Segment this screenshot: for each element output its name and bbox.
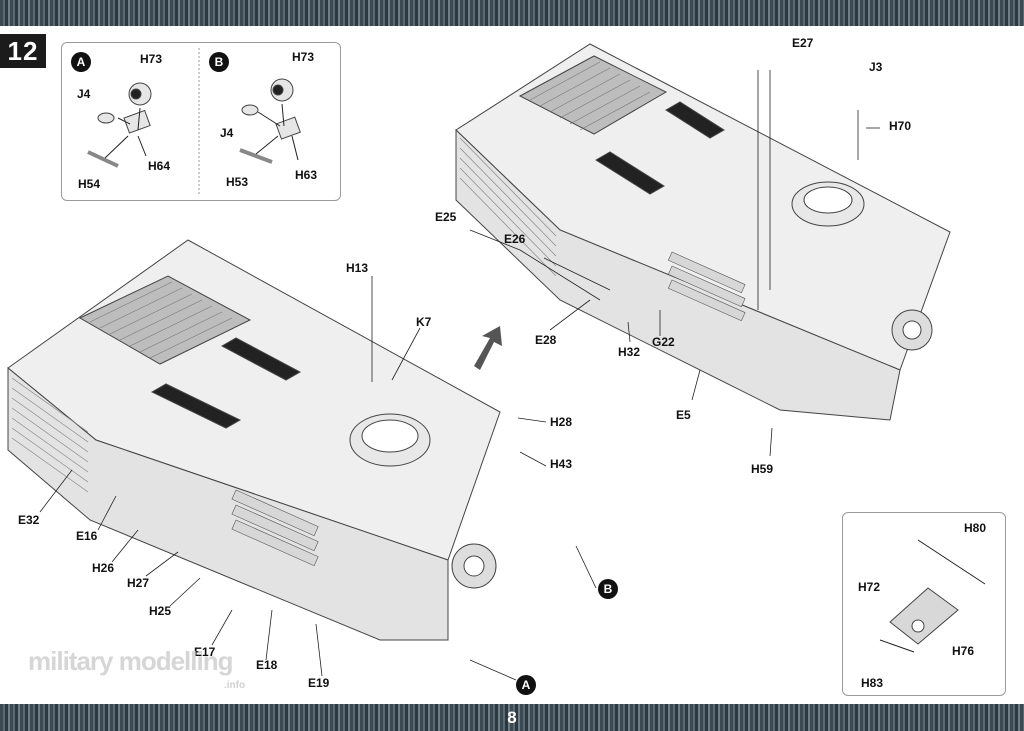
detail-parts <box>879 539 986 653</box>
label-j3: J3 <box>869 60 883 74</box>
label-e32: E32 <box>18 513 40 527</box>
label-e28: E28 <box>535 333 557 347</box>
watermark-suffix: .info <box>224 680 246 691</box>
label-h76: H76 <box>952 644 975 658</box>
label-h83: H83 <box>861 676 884 690</box>
label-h73-b: H73 <box>292 50 315 64</box>
top-decorative-band <box>0 0 1024 26</box>
label-e18: E18 <box>256 658 278 672</box>
left-hull-view <box>7 239 501 641</box>
label-e19: E19 <box>308 676 330 690</box>
marker-a-hull: A <box>516 675 536 695</box>
label-h72: H72 <box>858 580 881 594</box>
watermark: military modelling <box>28 646 233 676</box>
page-number: 8 <box>507 708 517 727</box>
label-h25: H25 <box>149 604 172 618</box>
label-e16: E16 <box>76 529 98 543</box>
label-h43: H43 <box>550 457 573 471</box>
inset-a-parts <box>87 82 152 168</box>
step-number: 12 <box>0 34 46 68</box>
label-h32: H32 <box>618 345 641 359</box>
label-h63: H63 <box>295 168 318 182</box>
label-g22: G22 <box>652 335 675 349</box>
direction-arrow-icon <box>474 326 502 370</box>
label-j4-b: J4 <box>220 126 234 140</box>
label-h28: H28 <box>550 415 573 429</box>
bottom-decorative-band <box>0 704 1024 731</box>
inset-b-parts <box>239 78 301 164</box>
label-e26: E26 <box>504 232 526 246</box>
label-h26: H26 <box>92 561 115 575</box>
label-h64: H64 <box>148 159 171 173</box>
label-h80: H80 <box>964 521 987 535</box>
label-j4-a: J4 <box>77 87 91 101</box>
label-k7: K7 <box>416 315 432 329</box>
marker-b-inset: B <box>209 52 229 72</box>
label-h73-a: H73 <box>140 52 163 66</box>
marker-a-inset: A <box>71 52 91 72</box>
right-leader-lines <box>469 70 880 457</box>
label-e25: E25 <box>435 210 457 224</box>
marker-b-hull: B <box>598 579 618 599</box>
label-h27: H27 <box>127 576 150 590</box>
left-leader-lines <box>39 276 597 681</box>
label-e5: E5 <box>676 408 691 422</box>
label-h13: H13 <box>346 261 369 275</box>
label-h53: H53 <box>226 175 249 189</box>
label-h54: H54 <box>78 177 101 191</box>
label-e27: E27 <box>792 36 814 50</box>
label-e17: E17 <box>194 645 216 659</box>
right-hull-view <box>455 43 951 421</box>
label-h59: H59 <box>751 462 774 476</box>
label-h70: H70 <box>889 119 912 133</box>
